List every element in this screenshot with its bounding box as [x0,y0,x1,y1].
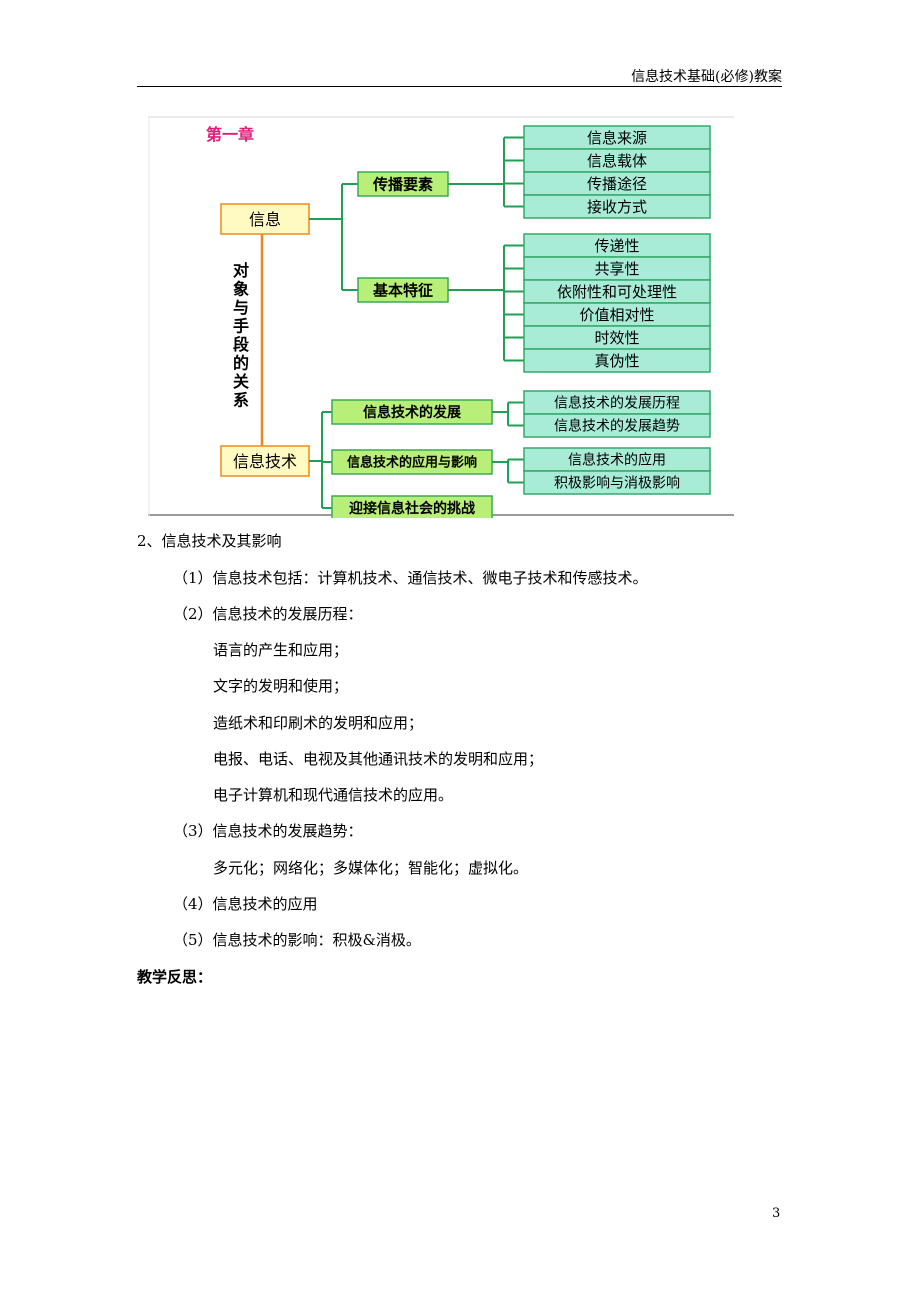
info-branch-label: 基本特征 [372,281,433,299]
info-leaf-label: 接收方式 [587,198,647,216]
item-4: （4）信息技术的应用 [173,895,318,913]
tech-branch-label: 信息技术的发展 [363,404,461,421]
relation-char: 系 [233,391,249,410]
info-branch-box [357,171,449,197]
relation-char: 与 [233,298,249,317]
trends-text: 多元化；网络化；多媒体化；智能化；虚拟化。 [213,859,529,877]
page-number: 3 [772,1206,781,1221]
teaching-reflection-heading: 教学反思： [137,968,213,986]
root-tech-label: 信息技术 [233,452,297,471]
info-leaf-label: 信息载体 [587,152,647,170]
tech-leaf-box [523,413,711,438]
info-leaf-label: 价值相对性 [579,306,654,324]
tech-branch-box [331,449,493,475]
info-leaf-box [523,348,711,373]
history-item: 电子计算机和现代通信技术的应用。 [213,786,454,804]
history-item: 语言的产生和应用； [213,641,349,659]
history-item: 造纸术和印刷术的发明和应用； [213,714,424,732]
info-leaf-box [523,194,711,219]
root-info-box [220,203,310,235]
info-leaf-label: 真伪性 [594,352,639,370]
section-heading: 2、信息技术及其影响 [137,532,282,550]
history-item: 文字的发明和使用； [213,677,349,695]
info-branch-box [357,277,449,303]
tech-leaf-label: 信息技术的发展历程 [554,395,680,412]
info-leaf-label: 传播途径 [587,175,647,193]
relation-text-background [228,258,256,408]
info-leaf-label: 时效性 [594,329,639,347]
chapter-title: 第一章 [206,125,254,144]
info-leaf-label: 依附性和可处理性 [557,283,677,301]
tech-branch-label: 迎接信息社会的挑战 [349,500,475,517]
info-leaf-label: 传递性 [594,237,639,255]
header-title: 信息技术基础(必修)教案 [631,69,782,85]
relation-char: 关 [233,372,249,391]
info-branch-label: 传播要素 [372,175,433,193]
info-leaf-label: 信息来源 [587,129,647,147]
item-3: （3）信息技术的发展趋势： [173,822,363,840]
tech-branch-box [331,399,493,425]
relation-char: 的 [233,354,249,373]
item-2: （2）信息技术的发展历程： [173,605,363,623]
relation-char: 象 [233,280,249,299]
relation-char: 手 [233,317,249,336]
item-1: （1）信息技术包括：计算机技术、通信技术、微电子技术和传感技术。 [173,569,648,587]
concept-map: 第一章对象与手段的关系 信息信息技术 传播要素 信息来源信息载体传播途径接收方式基本特… [148,116,734,518]
tech-leaf-label: 信息技术的应用 [568,452,666,469]
tech-leaf-box [523,470,711,495]
info-leaf-label: 共享性 [594,260,639,278]
tech-leaf-label: 积极影响与消极影响 [554,476,680,492]
tech-leaf-label: 信息技术的发展趋势 [554,418,680,435]
tech-branch-box [331,495,493,518]
history-item: 电报、电话、电视及其他通讯技术的发明和应用； [213,750,544,768]
tech-branch-label: 信息技术的应用与影响 [347,455,477,471]
root-tech-box [220,445,310,477]
root-info-label: 信息 [249,210,281,229]
relation-char: 段 [233,335,250,354]
item-5: （5）信息技术的影响：积极&消极。 [173,931,421,949]
relation-char: 对 [233,261,249,280]
page-header: 信息技术基础(必修)教案 [137,60,782,87]
